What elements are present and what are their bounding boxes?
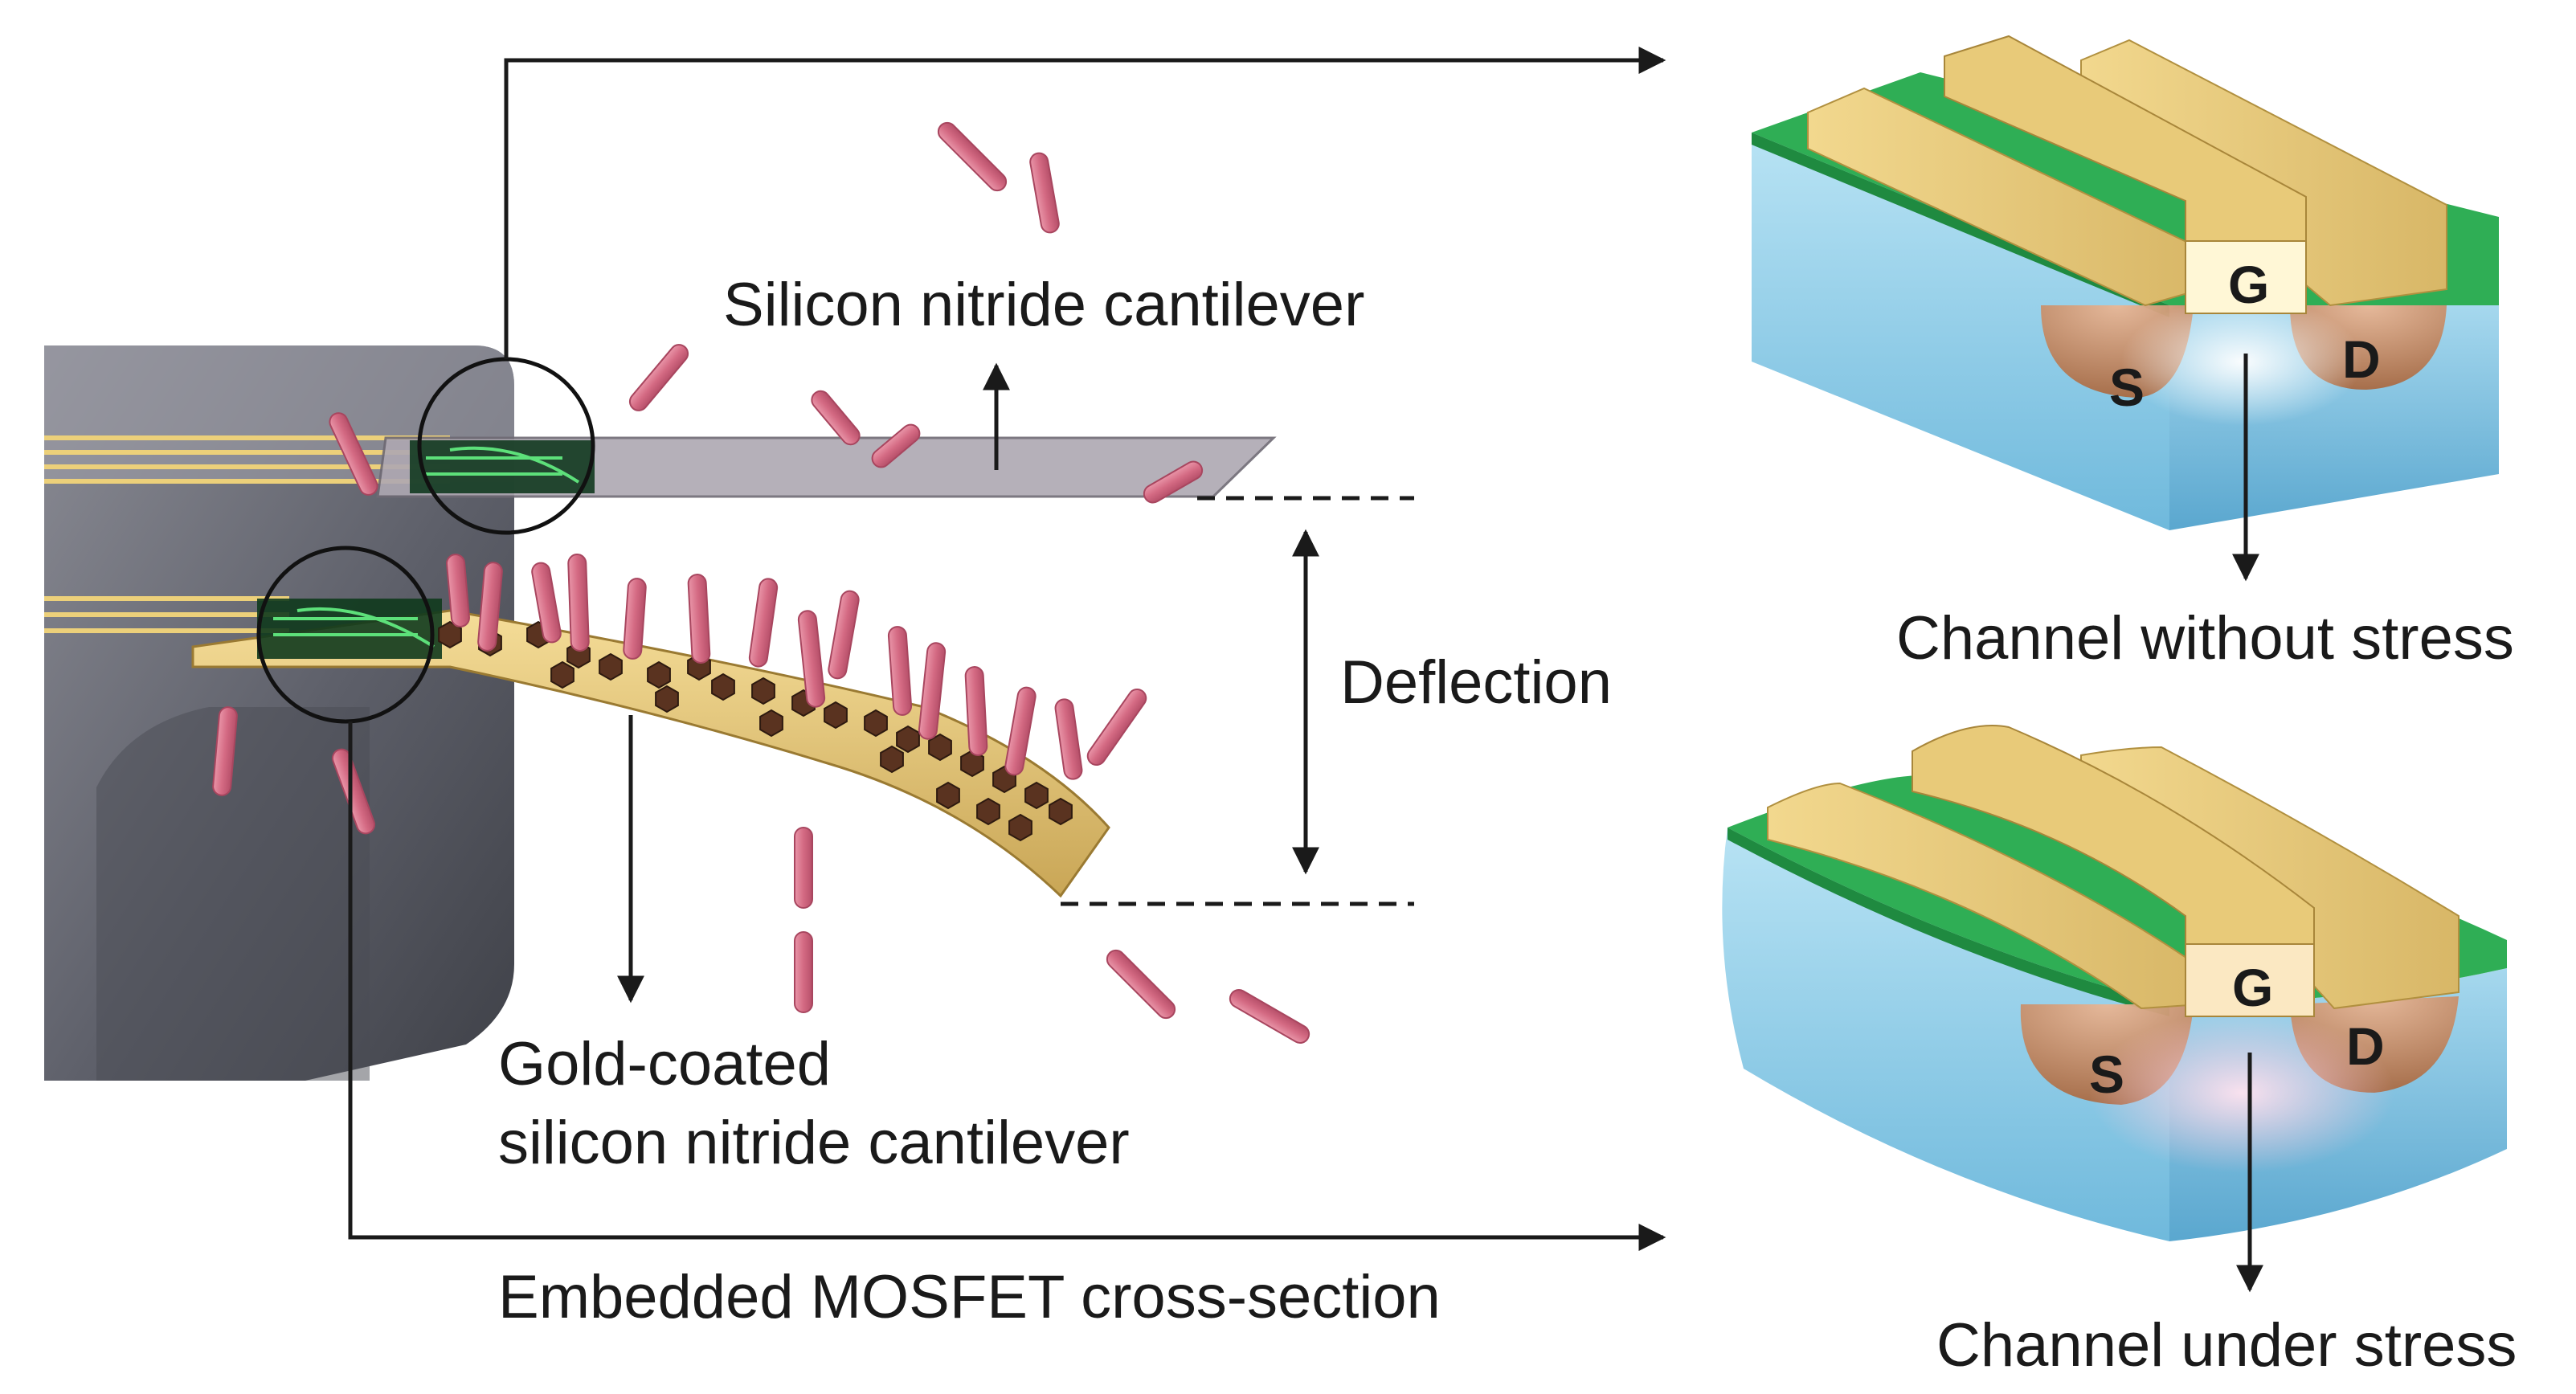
- receptor-hexagon: [751, 677, 775, 705]
- target-molecule: [446, 554, 470, 628]
- target-molecule: [828, 590, 860, 680]
- target-molecule: [1143, 460, 1204, 504]
- lower-connector-arrow: [348, 722, 1666, 1251]
- target-molecule: [887, 626, 913, 716]
- receptor-hexagon: [936, 781, 960, 810]
- target-molecule: [329, 412, 378, 496]
- target-molecule: [811, 390, 861, 446]
- target-molecule: [1106, 949, 1176, 1020]
- label-deflection: Deflection: [1340, 648, 1612, 717]
- label-silicon-nitride-cantilever: Silicon nitride cantilever: [723, 271, 1364, 339]
- target-molecule: [1229, 989, 1310, 1044]
- target-molecule: [1029, 152, 1060, 234]
- target-molecule: [628, 344, 689, 411]
- receptor-hexagon: [647, 660, 671, 689]
- target-molecule: [794, 931, 813, 1013]
- label-embedded-mosfet: Embedded MOSFET cross-section: [498, 1263, 1441, 1331]
- mosfet-unstressed: [1752, 35, 2499, 530]
- target-molecule: [794, 827, 813, 909]
- label-channel-under-stress: Channel under stress: [1936, 1311, 2517, 1380]
- label-channel-without-stress: Channel without stress: [1896, 604, 2514, 672]
- target-molecule: [687, 574, 711, 664]
- receptor-hexagon: [711, 672, 735, 701]
- target-molecule: [797, 610, 826, 708]
- receptor-hexagon: [438, 620, 462, 649]
- mosfet-stressed: [1722, 725, 2507, 1241]
- receptor-hexagon: [880, 745, 904, 774]
- target-molecule: [937, 121, 1008, 192]
- target-molecule: [964, 666, 988, 756]
- target-molecule: [1004, 686, 1037, 776]
- target-molecule: [212, 706, 238, 796]
- target-molecule: [477, 562, 503, 652]
- embedded-mosfet-lower: [257, 599, 442, 659]
- biomolecule-layer: [212, 121, 1310, 1044]
- source-label-unstressed: S: [2109, 358, 2145, 417]
- target-molecule: [567, 554, 590, 652]
- receptor-hexagon: [1024, 781, 1049, 810]
- drain-label-stressed: D: [2346, 1016, 2385, 1076]
- receptor-hexagon: [896, 725, 920, 754]
- target-molecule: [623, 578, 647, 660]
- target-molecule: [531, 562, 562, 644]
- target-molecule: [748, 578, 779, 668]
- receptor-hexagon: [599, 652, 623, 681]
- source-label-stressed: S: [2089, 1044, 2124, 1104]
- gate-label-stressed: G: [2232, 958, 2273, 1017]
- embedded-mosfet-upper: [410, 440, 595, 493]
- drain-label-unstressed: D: [2342, 329, 2381, 389]
- receptor-hexagon: [864, 709, 888, 738]
- mosfet-highlight-circle-lower: [256, 546, 435, 724]
- receptor-hexagon: [928, 733, 952, 762]
- receptor-hexagon: [759, 709, 783, 738]
- target-molecule: [331, 748, 376, 835]
- interconnect-traces-lower: [44, 596, 289, 633]
- receptor-hexagon: [976, 797, 1000, 826]
- gate-label-unstressed: G: [2228, 255, 2269, 314]
- receptor-hexagon: [1049, 797, 1073, 826]
- receptor-hexagon: [824, 701, 848, 730]
- upper-connector-arrow: [504, 47, 1666, 359]
- receptor-hexagon: [960, 749, 984, 778]
- receptor-hexagon: [1008, 813, 1032, 842]
- target-molecule: [1054, 698, 1083, 780]
- target-molecule: [871, 423, 921, 468]
- target-molecule: [1086, 688, 1147, 766]
- label-gold-coated-line1: Gold-coated: [498, 1030, 831, 1098]
- receptor-hexagon: [655, 685, 679, 713]
- receptor-hexagon: [550, 660, 574, 689]
- target-molecule: [918, 642, 947, 740]
- label-gold-coated-line2: silicon nitride cantilever: [498, 1109, 1130, 1177]
